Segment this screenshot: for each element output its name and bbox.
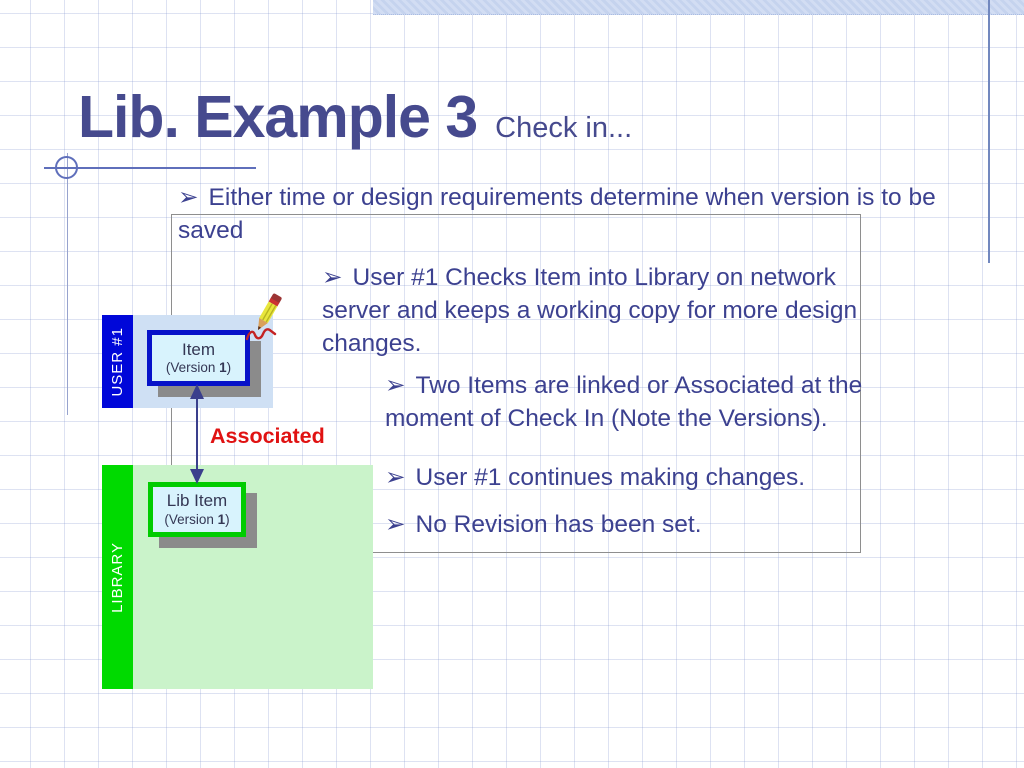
- bullet-item: ➢ No Revision has been set.: [385, 508, 910, 541]
- library-lane-bar: LIBRARY: [102, 465, 133, 689]
- title-row: Lib. Example 3 Check in...: [78, 88, 632, 147]
- scribble-icon: [245, 328, 277, 341]
- bullet-text: User #1 Checks Item into Library on netw…: [322, 264, 858, 357]
- pencil-stripe: [265, 305, 277, 323]
- item-version1-box: Item (Version 1): [147, 330, 250, 386]
- page-title: Lib. Example 3: [78, 84, 478, 150]
- association-label: Associated: [210, 424, 325, 448]
- lib-item-box-title: Lib Item: [166, 491, 228, 511]
- library-lane-label: LIBRARY: [109, 541, 126, 613]
- bullet-arrow-icon: ➢: [385, 464, 406, 491]
- bullet-item: ➢ User #1 continues making changes.: [385, 461, 910, 494]
- bullet-arrow-icon: ➢: [178, 184, 199, 211]
- bullet-item: ➢Two Items are linked or Associated at t…: [385, 369, 910, 435]
- lib-item-version1-box: Lib Item (Version 1): [148, 482, 246, 537]
- bullet-arrow-icon: ➢: [385, 372, 406, 399]
- pencil-stripe: [262, 303, 273, 321]
- lib-item-version-suffix: ): [225, 511, 230, 527]
- pencil-icon: [245, 293, 282, 341]
- bullet-arrow-icon: ➢: [322, 264, 343, 291]
- association-arrow: [190, 384, 204, 484]
- bullet-text: No Revision has been set.: [415, 511, 702, 538]
- decorative-horizontal-line: [44, 167, 256, 169]
- page-subtitle: Check in...: [495, 112, 633, 144]
- decorative-circle: [55, 156, 78, 179]
- decorative-vertical-line: [67, 153, 68, 415]
- lib-item-version-prefix: (Version: [164, 511, 218, 527]
- bullet-arrow-icon: ➢: [385, 511, 406, 538]
- item-version-number: 1: [219, 360, 227, 376]
- bullet-text: Two Items are linked or Associated at th…: [385, 372, 863, 432]
- user-lane-bar: USER #1: [102, 315, 133, 408]
- top-accent-bar: [373, 0, 1024, 15]
- bullet-text: Either time or design requirements deter…: [178, 184, 936, 244]
- pencil-band: [268, 298, 280, 307]
- lib-item-box-version: (Version 1): [164, 512, 229, 529]
- item-box-version: (Version 1): [166, 360, 231, 377]
- pencil-wood: [258, 317, 268, 330]
- item-version-suffix: ): [226, 360, 232, 376]
- pencil-tip: [258, 326, 262, 330]
- item-box-title: Item: [181, 339, 216, 359]
- lib-item-version-number: 1: [217, 511, 226, 527]
- bullet-item: ➢Either time or design requirements dete…: [178, 181, 963, 247]
- arrowhead-up-icon: [190, 384, 204, 399]
- user-lane-label: USER #1: [109, 326, 126, 397]
- bullet-item: ➢User #1 Checks Item into Library on net…: [322, 261, 907, 360]
- bullet-text: User #1 continues making changes.: [415, 464, 806, 491]
- item-version-prefix: (Version: [165, 360, 220, 376]
- right-accent-line: [988, 0, 990, 263]
- arrowhead-down-icon: [190, 469, 204, 484]
